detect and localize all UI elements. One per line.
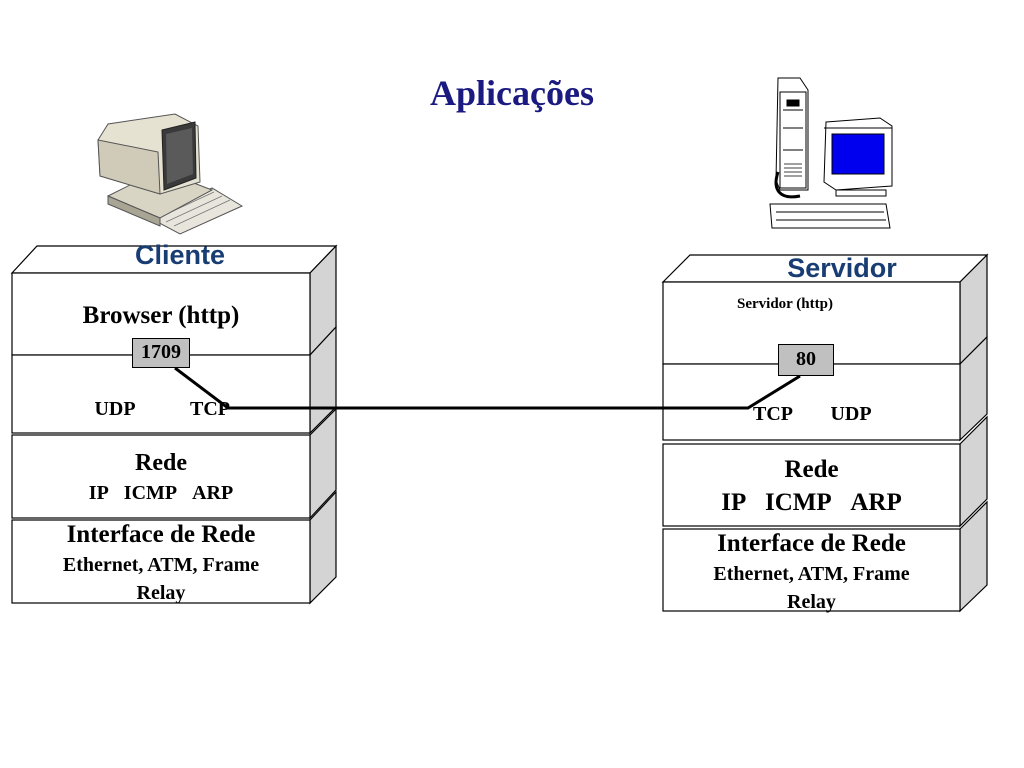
client-stack [10,244,338,605]
client-app-layer-label: Browser (http) [82,302,240,329]
server-protocol-arp: ARP [850,489,902,516]
server-transport-tcp: TCP [753,403,793,425]
client-interface-layer-label: Interface de Rede [66,521,256,548]
client-network-protocols: IP ICMP ARP [12,482,310,505]
server-protocol-icmp: ICMP [764,489,832,516]
server-label: Servidor [787,253,897,283]
client-transport-tcp: TCP [190,398,230,420]
server-interface-detail-1: Ethernet, ATM, Frame [713,563,910,585]
server-interface-detail-2: Relay [787,591,836,613]
client-transport-udp: UDP [94,398,136,420]
tcp-connection-line [174,366,801,410]
client-interface-detail-2: Relay [136,582,186,604]
server-app-layer-label: Servidor (http) [737,296,833,312]
client-port-box: 1709 [132,338,190,368]
client-label: Cliente [134,240,226,270]
client-interface-detail-1: Ethernet, ATM, Frame [62,554,260,576]
server-transport-udp: UDP [830,403,872,425]
server-port-box: 80 [778,344,834,376]
server-network-layer-label: Rede [784,456,839,483]
client-computer-icon [97,113,244,235]
server-protocol-ip: IP [721,489,747,516]
client-protocol-ip: IP [88,482,109,504]
client-network-layer-label: Rede [135,450,187,476]
server-interface-layer-label: Interface de Rede [717,530,906,557]
server-network-protocols: IP ICMP ARP [663,489,960,517]
client-protocol-arp: ARP [192,482,234,504]
client-protocol-icmp: ICMP [123,482,178,504]
server-computer-icon [769,77,893,229]
page-title: Aplicações [430,73,594,113]
